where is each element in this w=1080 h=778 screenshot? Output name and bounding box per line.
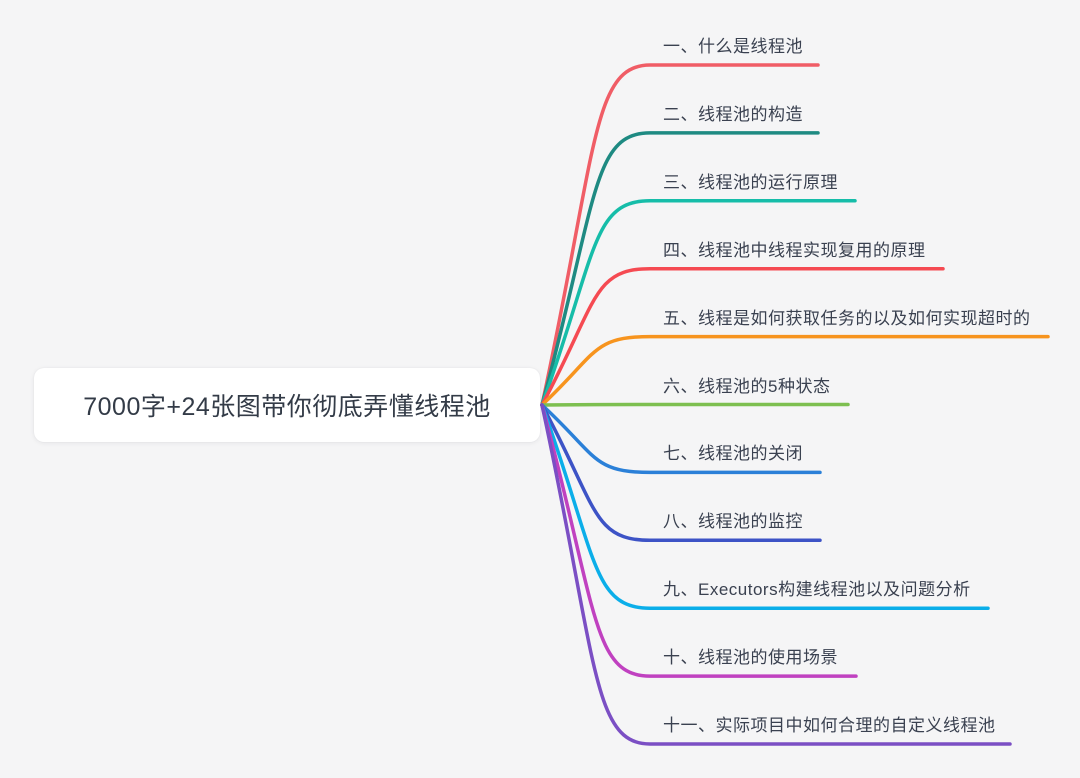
branch-line-11: [540, 403, 1012, 746]
branch-line-4: [540, 266, 945, 407]
branch-line-5: [540, 334, 1050, 407]
central-topic-node[interactable]: 7000字+24张图带你彻底弄懂线程池: [34, 368, 540, 442]
branch-line-2: [540, 131, 820, 407]
branch-node-5[interactable]: 五、线程是如何获取任务的以及如何实现超时的: [663, 308, 1031, 328]
branch-line-10: [540, 403, 858, 678]
branch-node-6[interactable]: 六、线程池的5种状态: [663, 376, 831, 396]
branch-node-2[interactable]: 二、线程池的构造: [663, 104, 803, 124]
branch-line-6: [540, 402, 850, 407]
central-topic-label: 7000字+24张图带你彻底弄懂线程池: [83, 393, 491, 421]
branch-node-9[interactable]: 九、Executors构建线程池以及问题分析: [663, 580, 971, 600]
branch-line-1: [540, 63, 820, 407]
branch-node-1[interactable]: 一、什么是线程池: [663, 37, 803, 56]
branch-line-7: [540, 403, 822, 475]
branch-line-8: [540, 403, 822, 543]
branch-node-3[interactable]: 三、线程池的运行原理: [663, 172, 838, 192]
branch-node-11[interactable]: 十一、实际项目中如何合理的自定义线程池: [663, 716, 996, 735]
branch-node-10[interactable]: 十、线程池的使用场景: [663, 648, 838, 668]
branch-node-4[interactable]: 四、线程池中线程实现复用的原理: [663, 240, 926, 260]
branch-line-3: [540, 199, 857, 407]
branch-line-9: [540, 403, 990, 610]
branch-node-8[interactable]: 八、线程池的监控: [663, 512, 803, 532]
branch-node-7[interactable]: 七、线程池的关闭: [663, 444, 803, 464]
